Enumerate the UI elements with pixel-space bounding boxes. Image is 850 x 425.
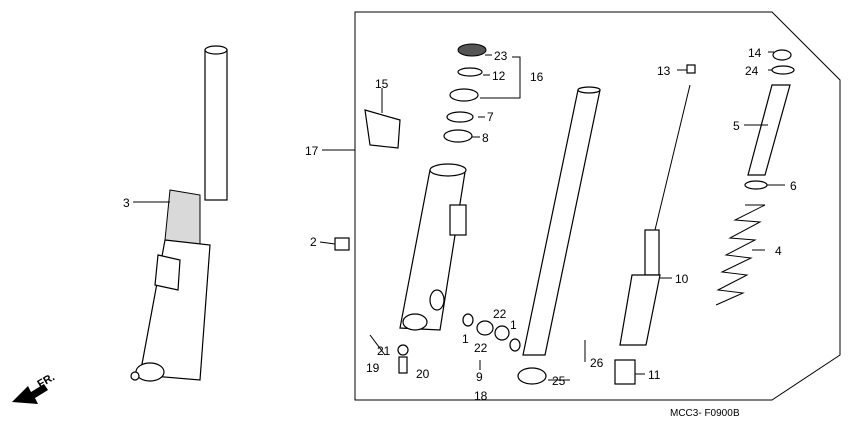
- callout-9: 9: [476, 370, 483, 384]
- seal-stack-illustration: [443, 43, 487, 143]
- assembled-fork-illustration: [130, 45, 228, 382]
- callout-22-upper: 22: [493, 307, 507, 321]
- damper-rod-illustration: [614, 84, 691, 385]
- callout-21: 21: [377, 344, 391, 358]
- exploded-view-frame: [354, 11, 841, 401]
- callout-11: 11: [648, 368, 661, 382]
- front-arrow-icon: [12, 384, 48, 404]
- callout-16: 16: [530, 70, 544, 84]
- front-direction-label: FR.: [36, 371, 57, 390]
- diagram-code: MCC3- F0900: [670, 408, 733, 419]
- callout-10: 10: [675, 272, 689, 286]
- callout-22-lower: 22: [474, 341, 488, 355]
- callout-3: 3: [123, 196, 130, 210]
- callout-1-right: 1: [510, 318, 517, 332]
- front-direction-indicator: FR.: [12, 371, 57, 404]
- callout-18: 18: [474, 389, 488, 403]
- callout-7: 7: [487, 110, 494, 124]
- callout-26: 26: [590, 356, 604, 370]
- spring-illustration: [715, 49, 795, 306]
- guard-illustration: [364, 109, 401, 149]
- small-parts-illustration: [334, 64, 696, 385]
- callout-14: 14: [748, 46, 762, 60]
- callout-17: 17: [305, 144, 319, 158]
- callout-15: 15: [375, 77, 389, 91]
- callout-20: 20: [416, 367, 430, 381]
- diagram-code-suffix: B: [733, 408, 740, 419]
- callout-5: 5: [733, 119, 740, 133]
- callout-12: 12: [492, 69, 506, 83]
- leader-lines: [133, 51, 785, 381]
- callout-labels: 23 12 16 7 8 15 17 3 2 13 14 24 5 6 4 10…: [123, 46, 797, 403]
- callout-4: 4: [775, 244, 782, 258]
- callout-2: 2: [310, 235, 317, 249]
- callout-13: 13: [657, 64, 671, 78]
- callout-19: 19: [366, 361, 380, 375]
- fork-slider-illustration: [399, 163, 467, 331]
- fork-pipe-illustration: [522, 86, 601, 356]
- callout-6: 6: [790, 179, 797, 193]
- callout-23: 23: [494, 49, 508, 63]
- callout-24: 24: [745, 64, 759, 78]
- callout-25: 25: [552, 374, 566, 388]
- callout-8: 8: [482, 131, 489, 145]
- callout-1-left: 1: [462, 332, 469, 346]
